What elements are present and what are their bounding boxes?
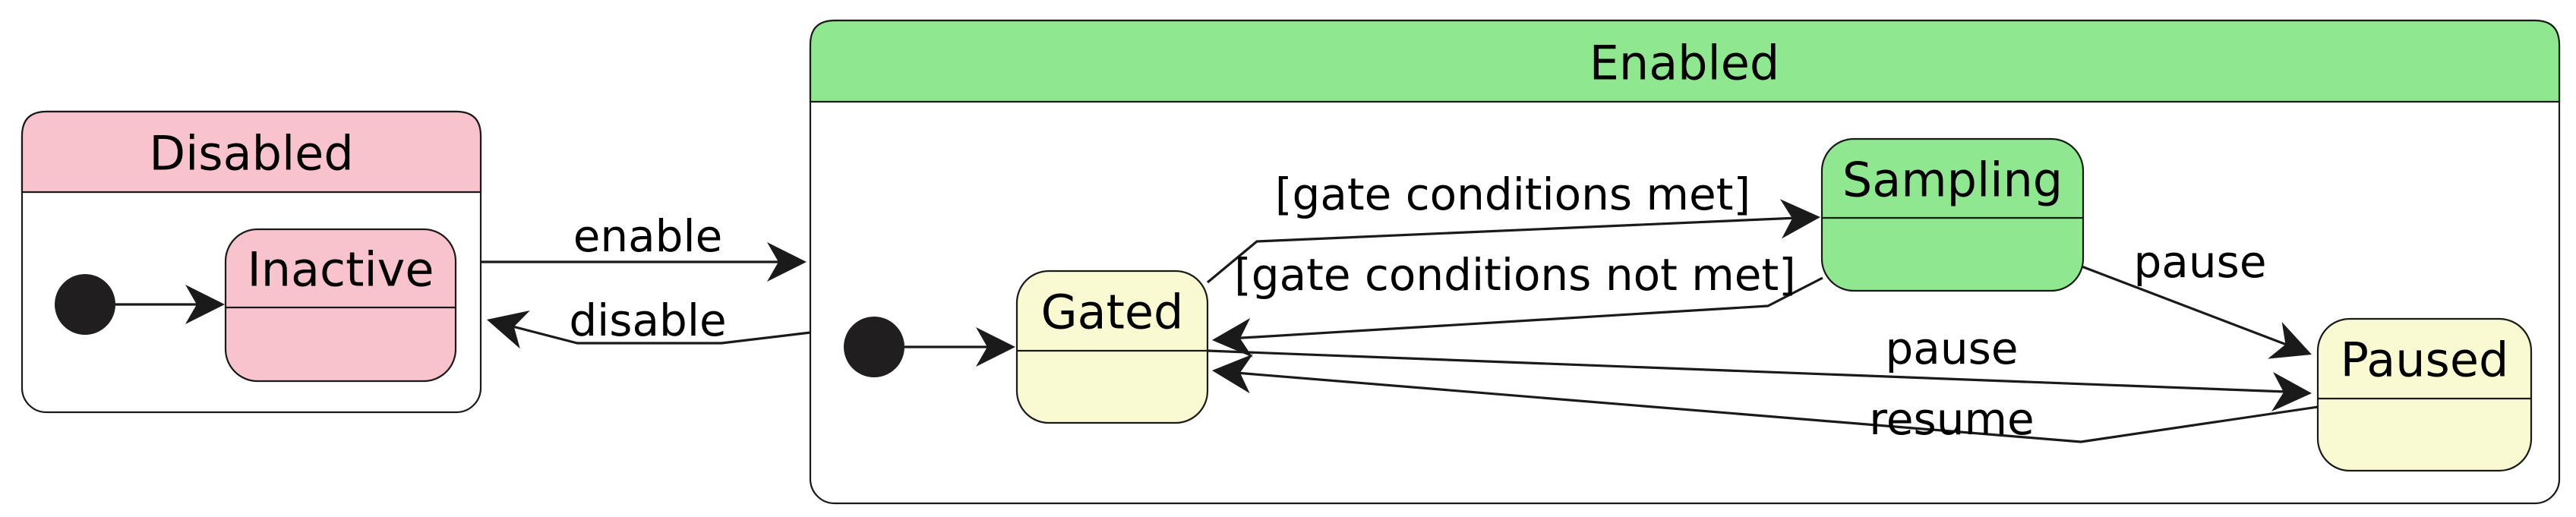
composite-disabled-label: Disabled bbox=[149, 126, 353, 181]
transition-resume-line bbox=[1217, 370, 2319, 443]
transition-pause-from-sampling-line bbox=[2077, 263, 2307, 354]
transition-resume-arrowhead bbox=[1212, 354, 1253, 394]
transition-pause-from-sampling-arrowhead bbox=[2268, 322, 2312, 359]
transition-gate-conditions-met-arrowhead bbox=[1779, 199, 1820, 239]
transition-initial-to-inactive-arrowhead bbox=[185, 285, 225, 324]
transition-enable-arrowhead bbox=[767, 242, 807, 282]
initial-dot-enabled bbox=[844, 317, 904, 377]
state-inactive bbox=[224, 228, 457, 383]
transition-gate-conditions-not-met-line bbox=[1217, 276, 1823, 341]
composite-enabled-label: Enabled bbox=[1589, 36, 1780, 91]
composite-enabled-header bbox=[809, 19, 2561, 103]
transition-resume-label: resume bbox=[1869, 393, 2034, 445]
state-inactive-label: Inactive bbox=[247, 242, 434, 298]
state-gated-label: Gated bbox=[1041, 285, 1184, 340]
state-sampling bbox=[1820, 137, 2085, 292]
transition-pause-from-gated-label: pause bbox=[1885, 323, 2018, 374]
transition-pause-from-gated-line bbox=[1207, 349, 2307, 394]
transition-pause-from-gated-arrowhead bbox=[2271, 372, 2312, 411]
transition-gate-conditions-not-met-arrowhead bbox=[1212, 317, 1253, 358]
transition-disable-line bbox=[491, 320, 811, 345]
state-paused-label: Paused bbox=[2341, 333, 2509, 388]
transition-gate-conditions-not-met-label: [gate conditions not met] bbox=[1234, 249, 1796, 301]
state-gated bbox=[1015, 270, 1209, 424]
transition-disable-arrowhead bbox=[487, 310, 530, 349]
state-paused bbox=[2316, 317, 2533, 472]
transition-enable-label: enable bbox=[573, 210, 723, 262]
transition-initial-to-gated-arrowhead bbox=[976, 327, 1015, 367]
transition-gate-conditions-met-label: [gate conditions met] bbox=[1275, 169, 1750, 220]
transition-pause-from-sampling-label: pause bbox=[2133, 236, 2266, 288]
transition-disable-label: disable bbox=[569, 295, 726, 346]
composite-disabled-header bbox=[21, 110, 482, 194]
transition-gate-conditions-met-line bbox=[1206, 216, 1816, 284]
state-sampling-label: Sampling bbox=[1842, 153, 2063, 208]
initial-dot-disabled bbox=[55, 274, 115, 335]
